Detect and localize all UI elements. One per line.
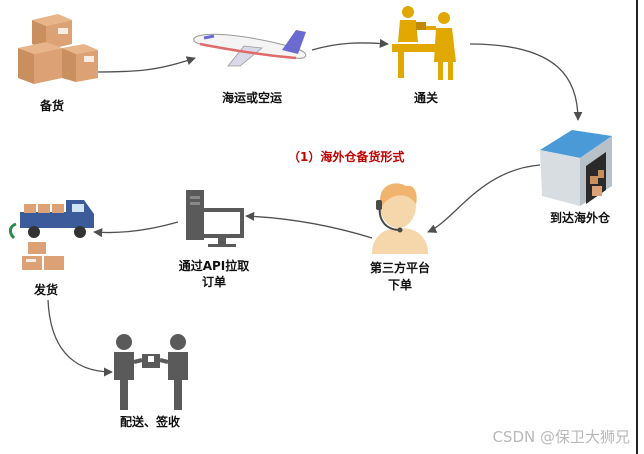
arrow-dispatch-to-delivery: [47, 299, 113, 377]
delivery-truck-icon: [8, 200, 94, 270]
label-stock: 备货: [39, 99, 64, 113]
label-warehouse: 到达海外仓: [549, 211, 610, 225]
arrow-warehouse-to-platform: [427, 164, 541, 233]
label-api-line2: 订单: [201, 275, 226, 289]
label-platform-line2: 下单: [387, 278, 412, 292]
arrow-api-to-dispatch: [93, 221, 179, 238]
label-customs: 通关: [413, 91, 438, 105]
customer-service-icon: [372, 183, 428, 254]
boxes-icon: [18, 14, 98, 84]
label-dispatch: 发货: [33, 283, 58, 297]
airplane-icon: [193, 30, 307, 67]
warehouse-icon: [540, 130, 612, 206]
computer-icon: [186, 190, 244, 247]
arrow-stock-to-shipping: [95, 56, 196, 73]
label-delivery: 配送、签收: [119, 415, 180, 429]
label-api-line1: 通过API拉取: [178, 259, 250, 273]
watermark: CSDN @保卫大狮兄: [492, 428, 630, 446]
package-handover-icon: [114, 334, 188, 410]
diagram-title: （1）海外仓备货形式: [288, 150, 405, 164]
customs-officer-icon: [392, 6, 456, 80]
arrow-shipping-to-customs: [311, 38, 389, 51]
arrow-customs-to-warehouse: [469, 43, 583, 121]
arrow-platform-to-api: [245, 211, 373, 239]
right-border: [636, 0, 638, 454]
label-platform-line1: 第三方平台: [369, 261, 430, 275]
label-shipping: 海运或空运: [221, 91, 282, 105]
flow-arrows: [47, 38, 583, 377]
